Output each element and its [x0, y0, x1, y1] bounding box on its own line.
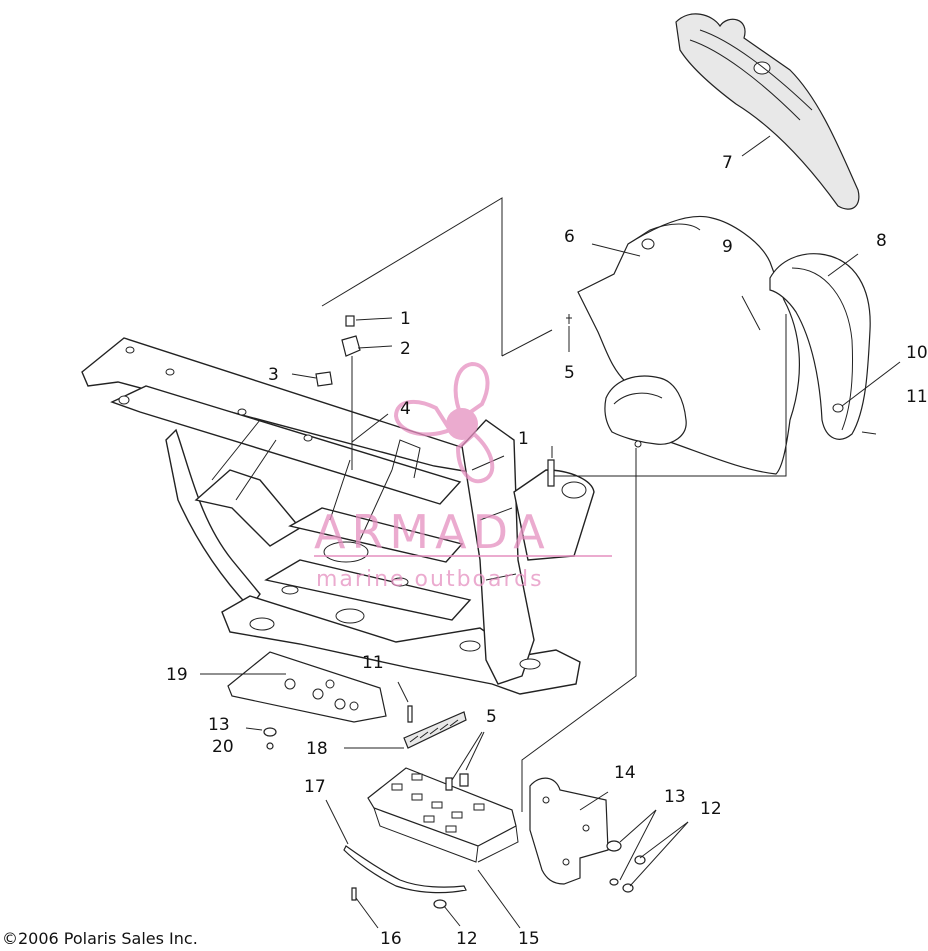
- callout-5: 5: [564, 363, 575, 383]
- watermark-name: ARMADA: [314, 505, 551, 559]
- callout-9: 9: [722, 237, 733, 257]
- armada-watermark: ARMADA marine outboards: [314, 361, 612, 592]
- callout-20: 20: [212, 737, 234, 757]
- leader-lines: [200, 135, 901, 929]
- skid-plate-part: [227, 651, 387, 723]
- callout-12: 12: [456, 929, 478, 946]
- callout-3: 3: [268, 365, 279, 385]
- callout-6: 6: [564, 227, 575, 247]
- callout-1: 1: [518, 429, 529, 449]
- callout-11: 11: [906, 387, 928, 407]
- callout-11: 11: [362, 653, 384, 673]
- callout-19: 19: [166, 665, 188, 685]
- callout-16: 16: [380, 929, 402, 946]
- front-cab-part: [577, 215, 801, 475]
- callout-14: 14: [614, 763, 636, 783]
- callout-5: 5: [486, 707, 497, 727]
- callout-13: 13: [208, 715, 230, 735]
- copyright-notice: ©2006 Polaris Sales Inc.: [2, 929, 198, 946]
- callout-labels: 1 2 3 4 5 6 7 8 9 10 11 1 19 11 5 13 20 …: [166, 153, 928, 949]
- callout-12: 12: [700, 799, 722, 819]
- watermark-tagline: marine outboards: [316, 567, 544, 592]
- propeller-logo: [393, 361, 495, 484]
- footrest-part: [367, 767, 519, 863]
- callout-7: 7: [722, 153, 733, 173]
- callout-1: 1: [400, 309, 411, 329]
- rear-rack-part: [675, 13, 860, 210]
- callout-18: 18: [306, 739, 328, 759]
- callout-13: 13: [664, 787, 686, 807]
- fender-parts: [604, 253, 871, 448]
- callout-8: 8: [876, 231, 887, 251]
- small-parts-left: [263, 705, 467, 750]
- lower-small-parts: [343, 845, 467, 909]
- callout-15: 15: [518, 929, 540, 946]
- frame-fasteners: [315, 314, 877, 487]
- callout-17: 17: [304, 777, 326, 797]
- callout-4: 4: [400, 399, 411, 419]
- callout-10: 10: [906, 343, 928, 363]
- chassis-frame: [81, 337, 595, 695]
- callout-2: 2: [400, 339, 411, 359]
